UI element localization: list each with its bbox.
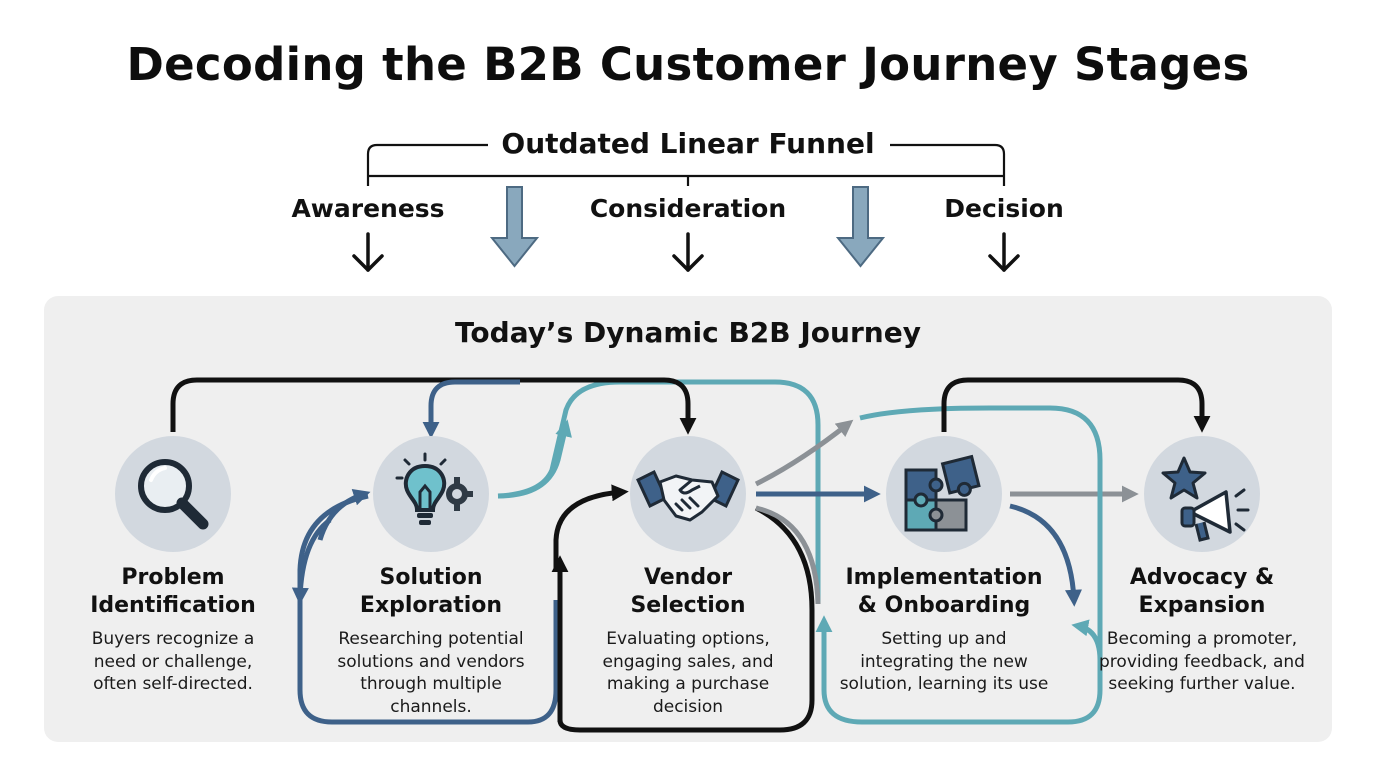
page-title: Decoding the B2B Customer Journey Stages — [126, 38, 1250, 91]
stage-icon-circle-problem — [115, 436, 231, 552]
stage-name-problem: Problem Identification — [90, 565, 256, 618]
arrow-gray-vendor-down — [755, 505, 821, 605]
arrow-black-impl-to-advocacy — [941, 377, 1211, 433]
arrow-teal-loop-right — [815, 405, 1103, 725]
journey-title: Today’s Dynamic B2B Journey — [455, 316, 921, 349]
arrow-teal-up-to-vendor — [497, 419, 572, 499]
arrow-teal-to-advocacy — [1071, 619, 1103, 661]
funnel-diagram — [352, 143, 1020, 272]
arrow-navy-back-to-solution — [422, 379, 520, 439]
funnel-down-arrow-decision — [988, 232, 1020, 272]
magnifier-icon — [138, 459, 209, 530]
star-megaphone-icon — [1161, 456, 1250, 542]
arrow-navy-impl-down — [1009, 503, 1082, 607]
stage-name-implementation: Implementation & Onboarding — [845, 565, 1043, 618]
stage-desc-advocacy: Becoming a promoter, providing feedback,… — [1099, 629, 1305, 694]
stage-icon-circle-advocacy — [1144, 436, 1260, 552]
funnel-block-arrow-1 — [489, 186, 540, 268]
arrow-black-loop-vendor — [553, 484, 629, 570]
stage-icon-circle-solution — [373, 436, 489, 552]
funnel-stage-consideration: Consideration — [589, 194, 787, 223]
stage-desc-implementation: Setting up and integrating the new solut… — [839, 629, 1049, 694]
stage-icon-circle-vendor — [630, 436, 746, 552]
funnel-down-arrow-consideration — [672, 232, 704, 272]
funnel-bracket — [366, 143, 1006, 186]
puzzle-icon — [904, 454, 981, 532]
stage-desc-solution: Researching potential solutions and vend… — [337, 629, 525, 717]
arrow-gray-vendor-up — [754, 419, 854, 487]
stage-desc-vendor: Evaluating options, engaging sales, and … — [602, 629, 774, 717]
stage-icon-circle-implementation — [886, 436, 1002, 552]
funnel-stage-decision: Decision — [944, 194, 1064, 223]
arrow-navy-to-solution — [317, 489, 371, 541]
stage-desc-problem: Buyers recognize a need or challenge, of… — [91, 629, 255, 694]
handshake-icon — [636, 469, 740, 522]
arrow-navy-loop-solution — [297, 493, 559, 725]
funnel-down-arrow-awareness — [352, 232, 384, 272]
stage-name-vendor: Vendor Selection — [630, 565, 746, 618]
funnel-title: Outdated Linear Funnel — [488, 127, 888, 160]
funnel-block-arrow-2 — [835, 186, 886, 268]
lightbulb-gear-icon — [395, 452, 473, 525]
stage-name-solution: Solution Exploration — [359, 565, 503, 618]
stage-name-advocacy: Advocacy & Expansion — [1129, 565, 1275, 618]
arrow-black-up-vendor — [557, 505, 815, 733]
arrow-black-problem-to-vendor — [170, 377, 697, 435]
funnel-stage-awareness: Awareness — [291, 194, 445, 223]
